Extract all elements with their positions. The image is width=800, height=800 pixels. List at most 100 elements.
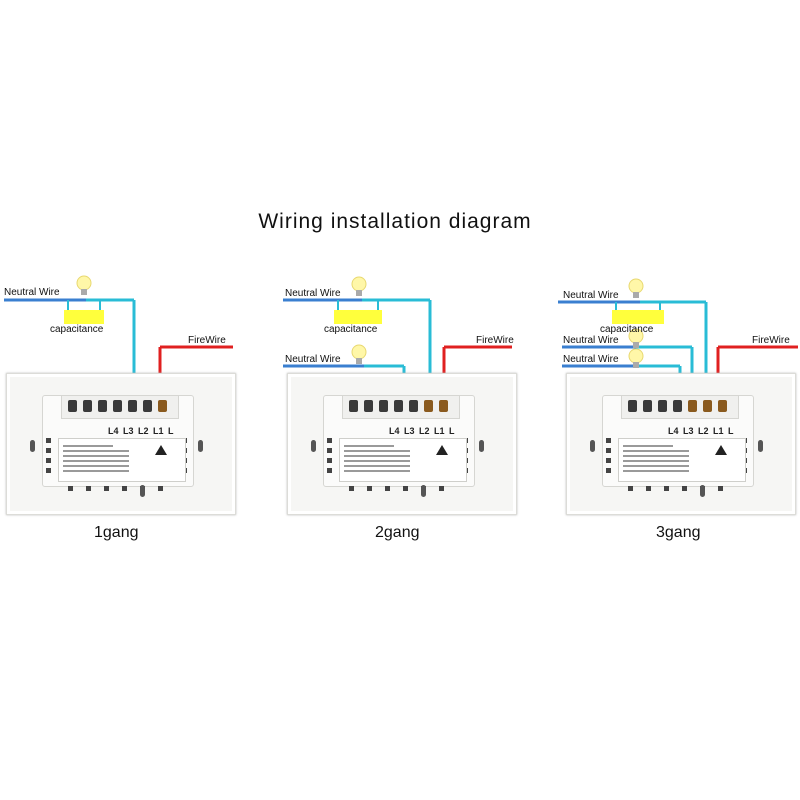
mounting-slot	[700, 485, 705, 497]
bulb-icon	[76, 275, 92, 295]
vent-slot	[682, 486, 687, 491]
neutral-wire-label: Neutral Wire	[285, 354, 341, 365]
spec-text-line	[63, 460, 129, 462]
terminal-label: L3	[123, 426, 134, 436]
terminal-screw	[409, 400, 418, 412]
bulb-icon	[351, 344, 367, 364]
bulb-icon	[351, 276, 367, 296]
capacitor-box	[334, 310, 382, 324]
spec-text-line	[344, 460, 410, 462]
firewire-label: FireWire	[188, 335, 226, 346]
vent-slot	[403, 486, 408, 491]
spec-label	[58, 438, 186, 482]
vent-slot	[158, 486, 163, 491]
spec-text-line	[344, 450, 410, 452]
terminal-label: L4	[389, 426, 400, 436]
terminal-screw	[394, 400, 403, 412]
vent-slot	[385, 486, 390, 491]
spec-label	[339, 438, 467, 482]
spec-label	[618, 438, 746, 482]
terminal-screw	[349, 400, 358, 412]
vent-slot	[46, 448, 51, 453]
terminal-screw	[688, 400, 697, 412]
spec-text-line	[623, 455, 689, 457]
terminal-screw	[158, 400, 167, 412]
terminal-screw	[658, 400, 667, 412]
mounting-slot	[421, 485, 426, 497]
mounting-slot	[30, 440, 35, 452]
spec-text-line	[344, 445, 394, 447]
terminal-screw	[83, 400, 92, 412]
neutral-wire-label: Neutral Wire	[563, 335, 619, 346]
warning-icon	[155, 445, 167, 455]
terminal-screw	[143, 400, 152, 412]
neutral-wire-label: Neutral Wire	[563, 290, 619, 301]
terminal-screw	[439, 400, 448, 412]
gang-caption: 3gang	[656, 524, 701, 541]
spec-text-line	[623, 465, 689, 467]
vent-slot	[327, 448, 332, 453]
neutral-wire-label: Neutral Wire	[563, 354, 619, 365]
spec-text-line	[623, 450, 689, 452]
spec-text-line	[63, 455, 129, 457]
bulb-icon	[628, 348, 644, 368]
mounting-slot	[479, 440, 484, 452]
warning-icon	[715, 445, 727, 455]
spec-text-line	[623, 470, 689, 472]
capacitance-label: capacitance	[600, 324, 654, 335]
terminal-label: L1	[434, 426, 445, 436]
vent-slot	[646, 486, 651, 491]
terminal-screw	[68, 400, 77, 412]
firewire-label: FireWire	[752, 335, 790, 346]
capacitance-label: capacitance	[324, 324, 378, 335]
vent-slot	[367, 486, 372, 491]
vent-slot	[122, 486, 127, 491]
vent-slot	[104, 486, 109, 491]
spec-text-line	[63, 450, 129, 452]
terminal-screw	[128, 400, 137, 412]
terminal-label: L2	[419, 426, 430, 436]
terminal-screw	[628, 400, 637, 412]
terminal-label: L	[728, 426, 734, 436]
spec-text-line	[63, 470, 129, 472]
diagram-title: Wiring installation diagram	[258, 210, 532, 233]
terminal-label: L3	[683, 426, 694, 436]
vent-slot	[68, 486, 73, 491]
terminal-screw	[673, 400, 682, 412]
mounting-slot	[311, 440, 316, 452]
terminal-label: L2	[138, 426, 149, 436]
firewire-label: FireWire	[476, 335, 514, 346]
vent-slot	[46, 438, 51, 443]
vent-slot	[349, 486, 354, 491]
terminal-screw	[113, 400, 122, 412]
vent-slot	[606, 458, 611, 463]
warning-icon	[436, 445, 448, 455]
terminal-label: L	[449, 426, 455, 436]
neutral-wire-label: Neutral Wire	[285, 288, 341, 299]
vent-slot	[606, 438, 611, 443]
spec-text-line	[623, 460, 689, 462]
mounting-slot	[198, 440, 203, 452]
vent-slot	[327, 438, 332, 443]
gang-caption: 2gang	[375, 524, 420, 541]
terminal-label: L4	[668, 426, 679, 436]
gang-caption: 1gang	[94, 524, 139, 541]
vent-slot	[46, 458, 51, 463]
spec-text-line	[63, 465, 129, 467]
capacitor-box	[612, 310, 664, 324]
spec-text-line	[623, 445, 673, 447]
capacitance-label: capacitance	[50, 324, 104, 335]
mounting-slot	[590, 440, 595, 452]
vent-slot	[327, 458, 332, 463]
terminal-screw	[98, 400, 107, 412]
vent-slot	[606, 448, 611, 453]
terminal-screw	[718, 400, 727, 412]
vent-slot	[606, 468, 611, 473]
vent-slot	[628, 486, 633, 491]
vent-slot	[327, 468, 332, 473]
terminal-screw	[424, 400, 433, 412]
mounting-slot	[758, 440, 763, 452]
spec-text-line	[344, 455, 410, 457]
terminal-label: L	[168, 426, 174, 436]
vent-slot	[718, 486, 723, 491]
